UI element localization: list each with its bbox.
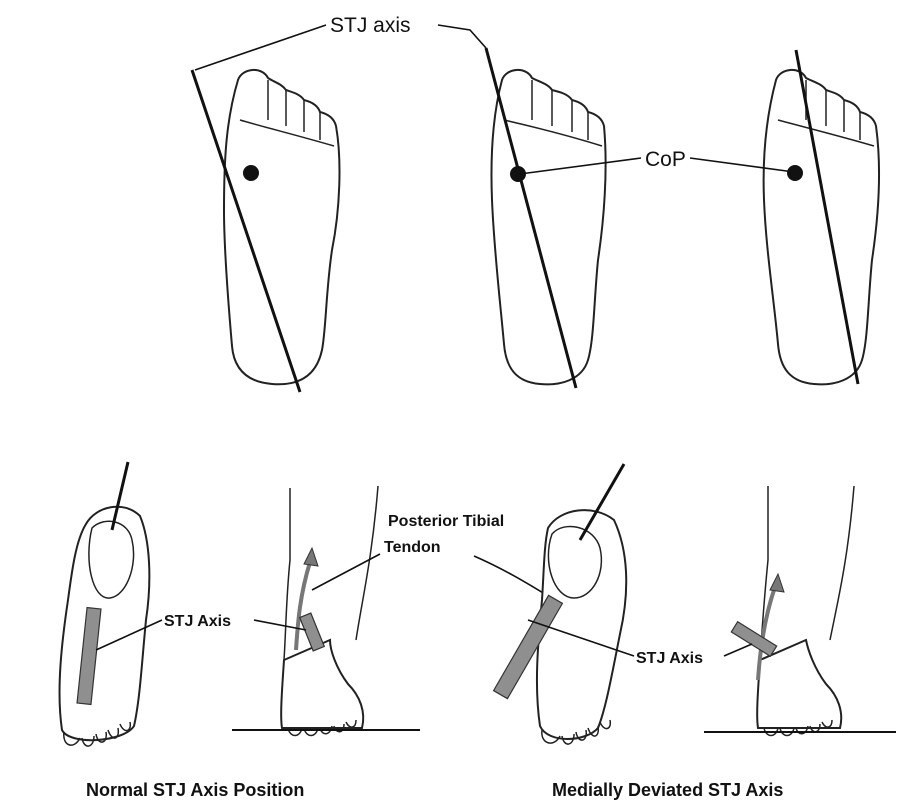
cop-point (243, 165, 259, 181)
stj-axis-cylinder-posterior (300, 613, 325, 651)
bottom-panel: STJ Axis Posterior Tibial Tendon STJ Axi (60, 462, 896, 800)
foot-plantar-right (764, 50, 879, 384)
tendon-arrowhead (770, 574, 784, 592)
stj-axis-leader-left (195, 25, 326, 70)
stj-axis-cylinder-posterior (731, 622, 776, 657)
posterior-tibial-label-line2: Tendon (384, 539, 441, 556)
normal-stj-group: STJ Axis (60, 462, 420, 746)
foot-plantar-left (192, 70, 339, 392)
caption-deviated: Medially Deviated STJ Axis (552, 780, 783, 800)
foot-posterior-view (281, 640, 363, 728)
caption-normal: Normal STJ Axis Position (86, 780, 304, 800)
deviated-stj-group: STJ Axis (494, 464, 896, 744)
stj-axis-leader-right (438, 25, 486, 48)
tendon-leader-left (312, 554, 380, 590)
stj-axis-label-normal: STJ Axis (164, 613, 231, 630)
tendon-arrowhead (304, 548, 318, 566)
stj-axis-label-deviated: STJ Axis (636, 650, 703, 667)
stj-axis-leader-deviated-right (724, 644, 752, 656)
foot-dorsal-view (60, 507, 150, 740)
top-panel: STJ axis CoP (192, 14, 879, 392)
leg-outline (760, 486, 854, 660)
foot-outline (764, 70, 879, 384)
foot-plantar-middle (486, 48, 606, 388)
cop-point (787, 165, 803, 181)
posterior-tibial-label-line1: Posterior Tibial (388, 513, 504, 530)
cop-label: CoP (645, 148, 686, 171)
stj-axis-label-top: STJ axis (330, 14, 411, 37)
